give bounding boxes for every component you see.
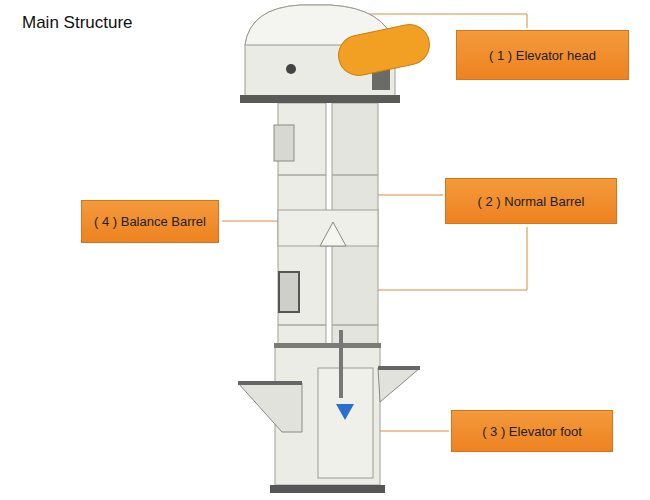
seam (332, 174, 378, 176)
rod (339, 330, 343, 398)
callout-label: ( 2 ) Normal Barrel (478, 194, 585, 209)
inspection-plate (274, 125, 294, 161)
title: Main Structure (22, 13, 133, 33)
leader-line (378, 227, 527, 290)
foot-flange (274, 343, 381, 348)
head-flange (240, 95, 400, 103)
valve (336, 404, 354, 420)
callout-box: ( 3 ) Elevator foot (451, 410, 613, 452)
balance-barrel (278, 210, 378, 246)
seam (278, 324, 326, 326)
inlet-hopper (238, 383, 302, 432)
seam (332, 324, 378, 326)
inspection-window (279, 272, 299, 312)
foot-door (318, 368, 373, 478)
callout-box: ( 4 ) Balance Barrel (81, 200, 219, 243)
head-vent (286, 64, 296, 74)
callout-label: ( 3 ) Elevator foot (482, 424, 582, 439)
hopper-rim (238, 381, 302, 385)
callout-box: ( 2 ) Normal Barrel (445, 178, 617, 224)
callout-label: ( 1 ) Elevator head (489, 48, 596, 63)
motor (335, 21, 433, 79)
callout-label: ( 4 ) Balance Barrel (94, 214, 206, 229)
leader-line (378, 195, 443, 196)
seam (278, 174, 326, 176)
side-hopper (378, 368, 420, 402)
callout-box: ( 1 ) Elevator head (456, 30, 629, 80)
hopper-rim (378, 366, 420, 370)
balance-notch (320, 222, 346, 246)
base (270, 485, 385, 493)
